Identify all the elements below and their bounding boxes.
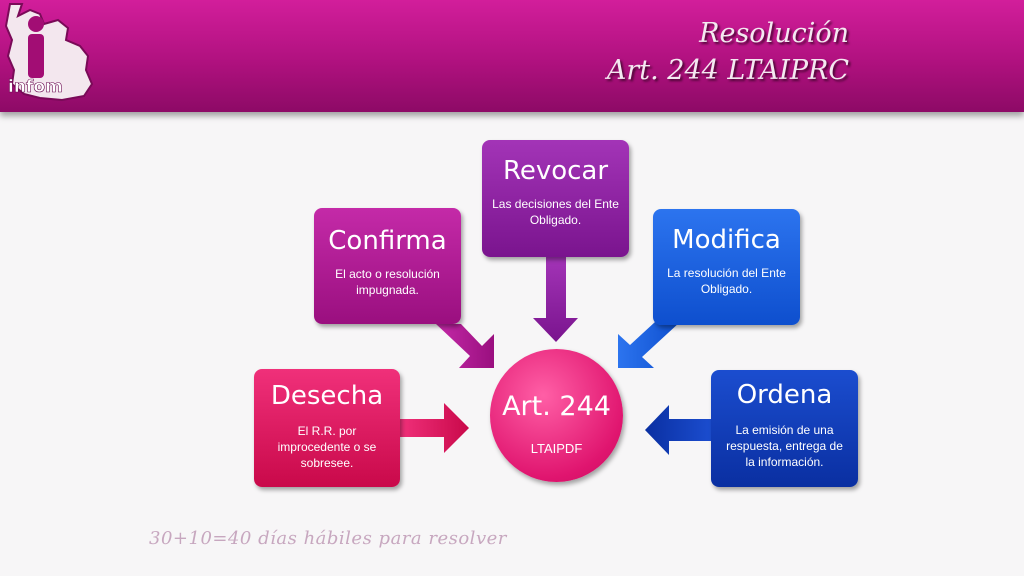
node-modifica: Modifica La resolución del Ente Obligado… [653, 209, 800, 325]
arrow-confirma [436, 324, 494, 368]
arrow-revocar [533, 257, 578, 342]
node-confirma-title: Confirma [328, 226, 447, 256]
node-revocar-title: Revocar [502, 156, 609, 186]
header-bar: infom Resolución Art. 244 LTAIPRC [0, 0, 1024, 112]
node-desecha-text: El R.R. por improcedente o se sobresee. [277, 424, 377, 470]
node-ordena-title: Ordena [736, 380, 833, 410]
arrow-desecha [400, 403, 469, 453]
node-desecha-title: Desecha [270, 381, 384, 411]
center-title: Art. 244 [502, 391, 611, 422]
infom-logo: infom [4, 3, 94, 102]
arrow-ordena [645, 405, 711, 455]
page-title-line2: Art. 244 LTAIPRC [606, 55, 849, 86]
arrow-modifica [618, 322, 680, 368]
node-confirma-text: El acto o resolución impugnada. [335, 267, 440, 297]
node-revocar-text: Las decisiones del Ente Obligado. [492, 197, 619, 227]
logo-text: infom [8, 77, 63, 97]
node-modifica-text: La resolución del Ente Obligado. [667, 266, 786, 296]
node-desecha: Desecha El R.R. por improcedente o se so… [254, 369, 400, 487]
footnote: 30+10=40 días hábiles para resolver [149, 528, 507, 549]
node-revocar: Revocar Las decisiones del Ente Obligado… [482, 140, 629, 257]
center-subtitle: LTAIPDF [530, 441, 583, 456]
center-node: Art. 244 LTAIPDF [490, 349, 623, 482]
node-confirma: Confirma El acto o resolución impugnada. [314, 208, 461, 324]
page-title-line1: Resolución [699, 18, 849, 49]
node-ordena-text: La emisión de una respuesta, entrega de … [726, 423, 843, 469]
node-modifica-title: Modifica [672, 225, 781, 255]
node-ordena: Ordena La emisión de una respuesta, entr… [711, 370, 858, 487]
